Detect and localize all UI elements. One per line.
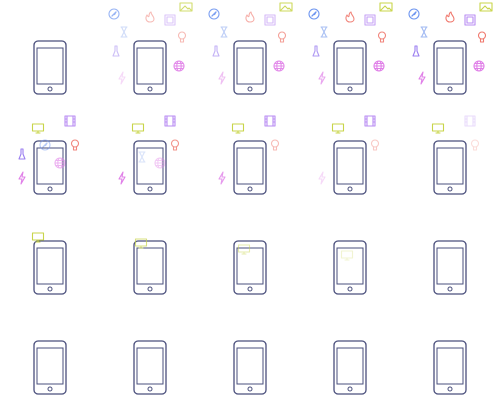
flask-icon [112,45,120,57]
film-icon [264,115,276,127]
smartphone-icon [133,140,167,195]
hourglass-icon [320,26,328,38]
lightbulb-icon [270,139,280,151]
lightbulb-icon [477,31,487,43]
monitor-icon [431,123,445,134]
lightbulb-icon [277,31,287,43]
compass-icon [108,8,120,20]
image-icon [379,2,393,12]
smartphone-icon [233,240,267,295]
lightning-icon [218,71,226,85]
smartphone-icon [233,40,267,95]
globe-icon [154,157,166,169]
flame-icon [245,11,255,23]
monitor-icon [340,250,354,261]
lightbulb-icon [177,31,187,43]
monitor-icon [134,238,148,249]
smartphone-icon [433,340,467,395]
lightbulb-icon [470,139,480,151]
film-icon [464,115,476,127]
lightning-icon [118,171,126,185]
monitor-icon [31,232,45,243]
film-icon [164,115,176,127]
smartphone-icon [333,140,367,195]
hourglass-icon [138,151,146,163]
smartphone-icon [133,40,167,95]
lightbulb-icon [377,31,387,43]
monitor-icon [237,244,251,255]
lightbulb-icon [370,139,380,151]
compass-icon [208,8,220,20]
smartphone-icon [433,40,467,95]
flask-icon [412,45,420,57]
flame-icon [445,11,455,23]
globe-icon [173,60,185,72]
smartphone-icon [233,140,267,195]
lightbulb-icon [70,139,80,151]
hourglass-icon [220,26,228,38]
smartphone-icon [133,340,167,395]
globe-icon [473,60,485,72]
flask-icon [212,45,220,57]
compass-icon [408,8,420,20]
picture-frame-icon [364,14,376,26]
smartphone-icon [433,140,467,195]
picture-frame-icon [164,14,176,26]
smartphone-icon [433,240,467,295]
hourglass-icon [120,26,128,38]
lightning-icon [418,71,426,85]
image-icon [479,2,493,12]
smartphone-icon [133,240,167,295]
smartphone-icon [233,340,267,395]
smartphone-icon [33,240,67,295]
picture-frame-icon [464,14,476,26]
globe-icon [273,60,285,72]
flame-icon [345,11,355,23]
smartphone-icon [333,40,367,95]
monitor-icon [231,123,245,134]
image-icon [179,2,193,12]
smartphone-icon [333,340,367,395]
lightbulb-icon [170,139,180,151]
smartphone-icon [33,340,67,395]
flame-icon [145,11,155,23]
globe-icon [54,157,66,169]
lightning-icon [318,171,326,185]
globe-icon [373,60,385,72]
flask-icon [18,148,26,160]
lightning-icon [18,171,26,185]
compass-icon [308,8,320,20]
hourglass-icon [420,26,428,38]
flask-icon [312,45,320,57]
smartphone-icon [33,140,67,195]
film-icon [64,115,76,127]
smartphone-icon [333,240,367,295]
picture-frame-icon [264,14,276,26]
compass-icon [39,139,51,151]
smartphone-icon [33,40,67,95]
image-icon [279,2,293,12]
lightning-icon [318,71,326,85]
lightning-icon [118,71,126,85]
film-icon [364,115,376,127]
lightning-icon [218,171,226,185]
monitor-icon [331,123,345,134]
monitor-icon [31,123,45,134]
monitor-icon [131,123,145,134]
